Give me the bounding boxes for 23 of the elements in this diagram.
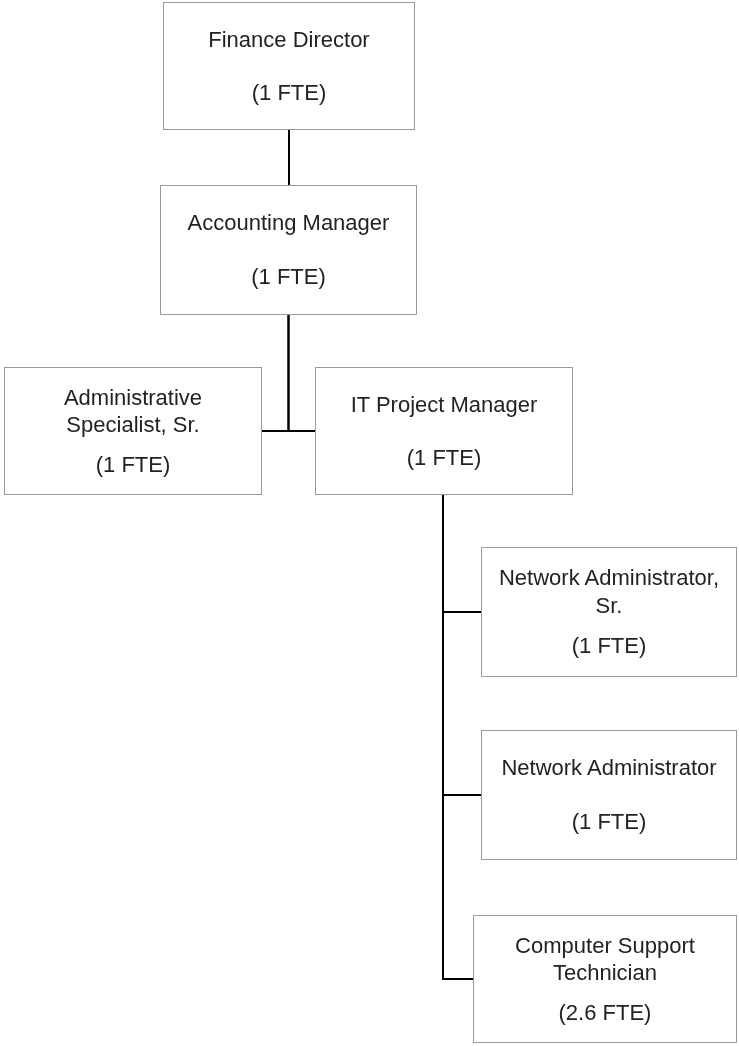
fte-count: (1 FTE): [251, 78, 327, 107]
org-box: [481, 547, 737, 677]
org-box: [4, 367, 262, 495]
connector-line: [288, 129, 290, 186]
connector-line: [287, 314, 316, 432]
job-title: Administrative Specialist, Sr.: [62, 383, 204, 439]
org-box: [163, 2, 415, 130]
job-title: Network Administrator: [501, 754, 717, 782]
org-box: [473, 915, 737, 1043]
job-title: Accounting Manager: [187, 209, 390, 237]
job-title: Finance Director: [208, 25, 370, 54]
org-box: [481, 730, 737, 860]
job-title: Computer Support Technician: [514, 931, 696, 987]
fte-count: (1 FTE): [571, 808, 647, 836]
job-title: Network Administrator, Sr.: [497, 564, 721, 620]
fte-count: (1 FTE): [571, 632, 647, 660]
job-title: IT Project Manager: [350, 390, 538, 419]
fte-count: (1 FTE): [95, 450, 171, 479]
fte-count: (1 FTE): [251, 263, 326, 291]
fte-count: (2.6 FTE): [558, 998, 652, 1027]
org-box: [160, 185, 417, 315]
fte-count: (1 FTE): [406, 443, 482, 472]
org-box: [315, 367, 573, 495]
